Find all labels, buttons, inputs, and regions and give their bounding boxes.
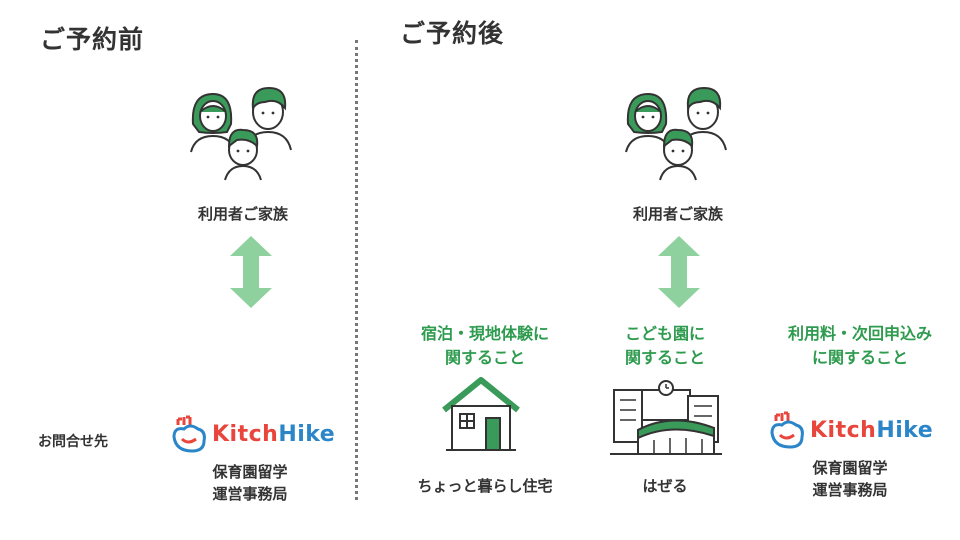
heading-kindergarten: こども園に 関すること: [600, 322, 730, 370]
section-divider: [355, 40, 358, 500]
org-line2-after: 運営事務局: [812, 481, 888, 499]
contact-label: お問合せ先: [38, 434, 108, 450]
org-name-before: 保育園留学 運営事務局: [195, 461, 305, 505]
heading-kindergarten-line2: 関すること: [624, 348, 705, 367]
house-icon: [442, 377, 520, 451]
org-name-after: 保育園留学 運営事務局: [795, 457, 905, 501]
heading-fees-line1: 利用料・次回申込み: [787, 324, 932, 343]
org-line2: 運営事務局: [212, 485, 288, 503]
heading-stay: 宿泊・現地体験に 関すること: [400, 322, 570, 370]
kitchhike-logo-after: KitchHike: [770, 411, 933, 449]
kitchhike-logo: KitchHike: [172, 415, 335, 453]
heading-fees: 利用料・次回申込み に関すること: [768, 322, 952, 370]
heading-kindergarten-line1: こども園に: [624, 324, 705, 343]
double-arrow-icon-after: [658, 236, 700, 308]
logo-kitch-text: Kitch: [212, 421, 279, 447]
logo-hike-text: Hike: [278, 421, 336, 447]
kitchhike-mark-icon: [172, 415, 206, 453]
double-arrow-icon: [230, 236, 272, 308]
school-building-icon: [610, 380, 722, 455]
housing-name: ちょっと暮らし住宅: [417, 477, 553, 495]
logo-hike-text-after: Hike: [876, 417, 934, 443]
family-icon-after: [625, 86, 727, 181]
org-line1-after: 保育園留学: [812, 459, 888, 477]
logo-kitch-text-after: Kitch: [810, 417, 877, 443]
family-icon: [190, 86, 292, 181]
kindergarten-name: はぜる: [642, 477, 688, 495]
before-reservation-title: ご予約前: [40, 25, 145, 54]
family-label-after: 利用者ご家族: [632, 205, 723, 223]
heading-stay-line1: 宿泊・現地体験に: [420, 324, 549, 343]
kitchhike-mark-icon-after: [770, 411, 804, 449]
family-label-before: 利用者ご家族: [197, 205, 288, 223]
heading-stay-line2: 関すること: [444, 348, 525, 367]
after-reservation-title: ご予約後: [400, 19, 505, 48]
org-line1: 保育園留学: [212, 463, 288, 481]
heading-fees-line2: に関すること: [811, 348, 908, 367]
